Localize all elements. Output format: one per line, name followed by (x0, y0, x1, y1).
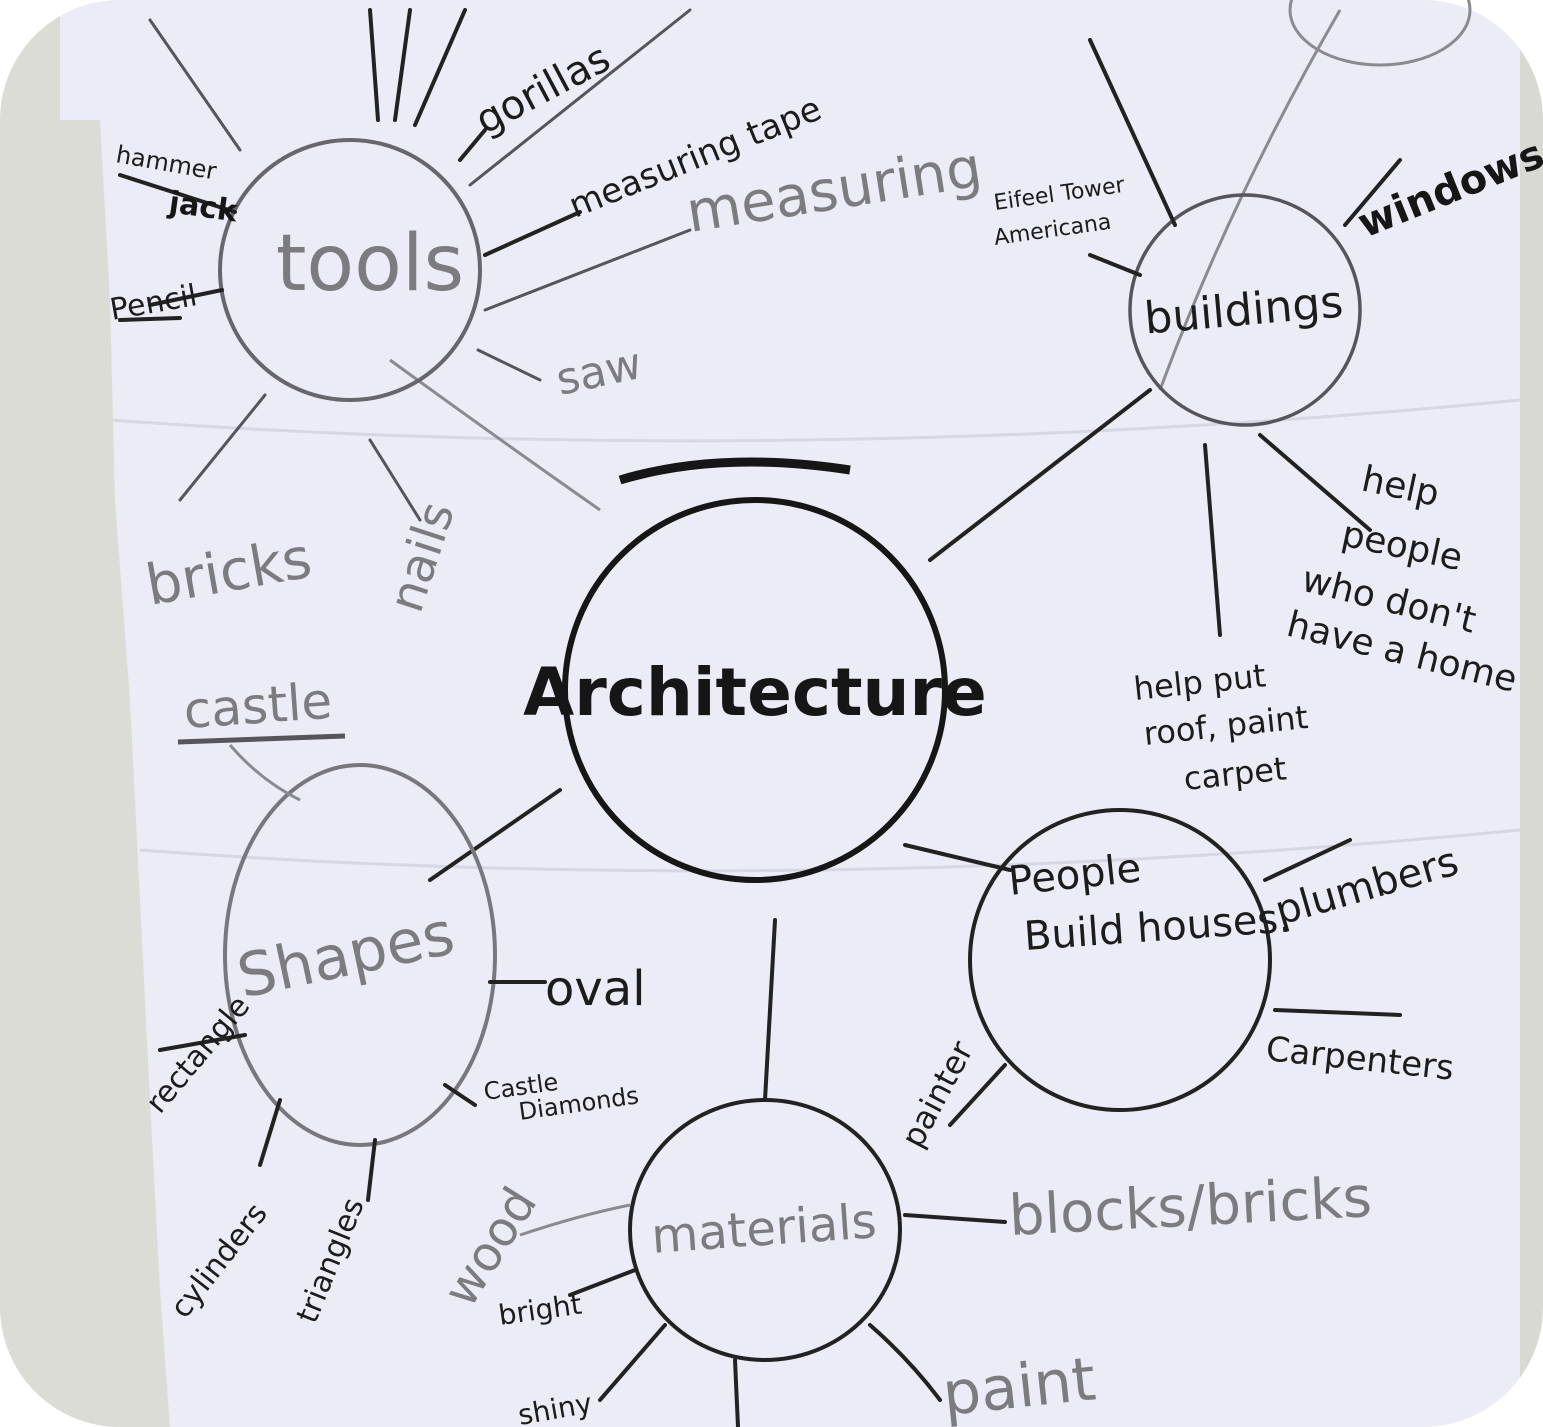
people-circle (968, 808, 1272, 1112)
shapes-branch-castle-top: castle (182, 672, 334, 740)
link-center-people (903, 843, 1012, 872)
tools-label: tools (276, 219, 464, 309)
buildings-circle (1128, 193, 1362, 427)
center-circle (562, 497, 948, 883)
materials-circle (628, 1098, 902, 1362)
materials-branch-paint: paint (939, 1344, 1099, 1427)
link-center-shapes (428, 788, 562, 882)
center-label: Architecture (523, 654, 987, 731)
tools-circle (218, 138, 482, 402)
link-center-materials (763, 918, 777, 1102)
shapes-branch-oval: oval (545, 961, 646, 1017)
link-center-buildings (928, 388, 1152, 562)
shapes-circle (223, 763, 497, 1147)
